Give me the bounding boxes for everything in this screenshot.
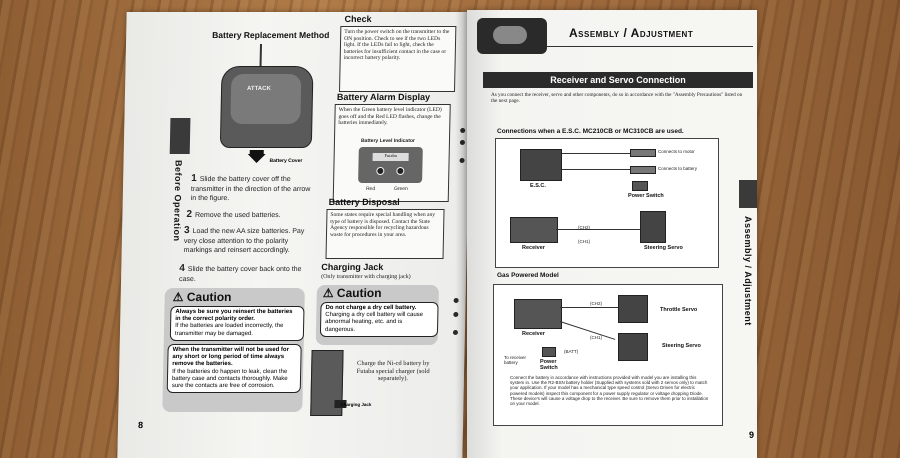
esc-ch1-label: (CH1): [578, 239, 590, 244]
page-number-9: 9: [749, 430, 755, 440]
alarm-title: Battery Alarm Display: [336, 92, 431, 102]
esc-title: Connections when a E.S.C. MC210CB or MC3…: [497, 128, 684, 135]
red-led-icon: [376, 167, 385, 175]
steering-servo-unit: [640, 211, 666, 243]
esc-ch2-label: (CH2): [578, 225, 590, 230]
green-label: Green: [393, 186, 408, 192]
check-text: Turn the power switch on the transmitter…: [338, 26, 457, 92]
batt-label: (BATT): [564, 349, 579, 354]
right-side-tab-marker: [739, 180, 757, 208]
gas-ch2-label: (CH2): [590, 301, 602, 306]
left-page: Battery Replacement Method ATTACK Batter…: [117, 12, 472, 458]
power-switch-icon: [632, 181, 648, 191]
battery-cover-label: Battery Cover: [269, 158, 303, 164]
disposal-text: Some states require special handling whe…: [325, 209, 445, 259]
motor-label: Connects to motor: [658, 149, 695, 154]
caution-box-drycell: Do not charge a dry cell battery.Chargin…: [319, 302, 439, 337]
esc-receiver-label: Receiver: [522, 245, 545, 251]
section-bar: Receiver and Servo Connection: [483, 72, 753, 88]
esc-diagram: E.S.C. Connects to motor Connects to bat…: [495, 138, 719, 268]
transmitter-illustration: ATTACK Battery Cover: [211, 44, 322, 164]
throttle-servo-unit: [618, 295, 648, 323]
esc-power-switch-label: Power Switch: [628, 193, 664, 199]
indicator-illustration: Futaba: [358, 147, 423, 183]
to-receiver-battery-label: To receiver battery: [504, 355, 527, 365]
gas-steering-servo-unit: [618, 333, 648, 361]
caution-box-remove: When the transmitter will not be used fo…: [166, 344, 302, 394]
side-tab-marker: [169, 118, 191, 154]
indicator-title: Battery Level Indicator: [360, 138, 415, 144]
gas-title: Gas Powered Model: [497, 272, 559, 279]
charging-text: Charge the Ni-cd battery by Futaba speci…: [356, 360, 430, 383]
gas-power-switch-label: Power Switch: [540, 359, 558, 371]
intro-text: As you connect the receiver, servo and o…: [491, 92, 743, 105]
assembly-adjustment-tab: Assembly / Adjustment: [743, 216, 753, 326]
check-title: Check: [344, 14, 372, 24]
esc-steering-label: Steering Servo: [644, 245, 683, 251]
futaba-brand: Futaba: [372, 153, 409, 161]
esc-label: E.S.C.: [530, 183, 546, 189]
battery-replacement-title: Battery Replacement Method: [212, 30, 330, 40]
battery-label: Connects to battery: [658, 166, 698, 171]
caution-panel-1: ⚠ Caution Always be sure you reinsert th…: [162, 288, 305, 412]
arrow-down-icon: [247, 154, 266, 163]
receiver-unit: [510, 217, 558, 243]
transmitter-label: ATTACK: [246, 86, 271, 92]
red-label: Red: [365, 186, 376, 192]
charging-title: Charging Jack: [321, 262, 384, 272]
caution-box-polarity: Always be sure you reinsert the batterie…: [169, 306, 305, 341]
charging-subtitle: (Only transmitter with charging jack): [321, 274, 411, 280]
gas-steering-label: Steering Servo: [662, 343, 701, 349]
before-operation-tab: Before Operation: [171, 160, 184, 242]
header-car-image: [477, 18, 547, 54]
header-title: Assembly / Adjustment: [569, 26, 694, 40]
esc-unit: [520, 149, 562, 181]
throttle-label: Throttle Servo: [660, 307, 698, 313]
caution-title-2: ⚠ Caution: [322, 286, 382, 300]
alarm-text: When the Green battery level indicator (…: [338, 107, 442, 127]
gas-receiver-label: Receiver: [522, 331, 545, 337]
page-number-8: 8: [137, 420, 144, 430]
notes-text: Connect the battery in accordance with i…: [510, 375, 709, 406]
charging-jack-illustration: [304, 350, 356, 422]
caution-panel-2: ⚠ Caution Do not charge a dry cell batte…: [315, 285, 439, 345]
gas-ch1-label: (CH1): [590, 335, 602, 340]
caution-title-1: ⚠ Caution: [172, 290, 232, 304]
gas-diagram: Receiver (CH2) Throttle Servo (CH1) Stee…: [493, 284, 723, 426]
right-page: Assembly / Adjustment Receiver and Servo…: [467, 10, 757, 458]
disposal-title: Battery Disposal: [328, 197, 400, 207]
alarm-panel: When the Green battery level indicator (…: [332, 104, 451, 202]
charging-jack-label: Charging Jack: [340, 402, 372, 407]
gas-receiver-unit: [514, 299, 562, 329]
green-led-icon: [396, 167, 405, 175]
warning-triangle-icon: ⚠: [322, 286, 334, 300]
warning-triangle-icon: ⚠: [172, 290, 184, 304]
gas-power-switch-icon: [542, 347, 556, 357]
